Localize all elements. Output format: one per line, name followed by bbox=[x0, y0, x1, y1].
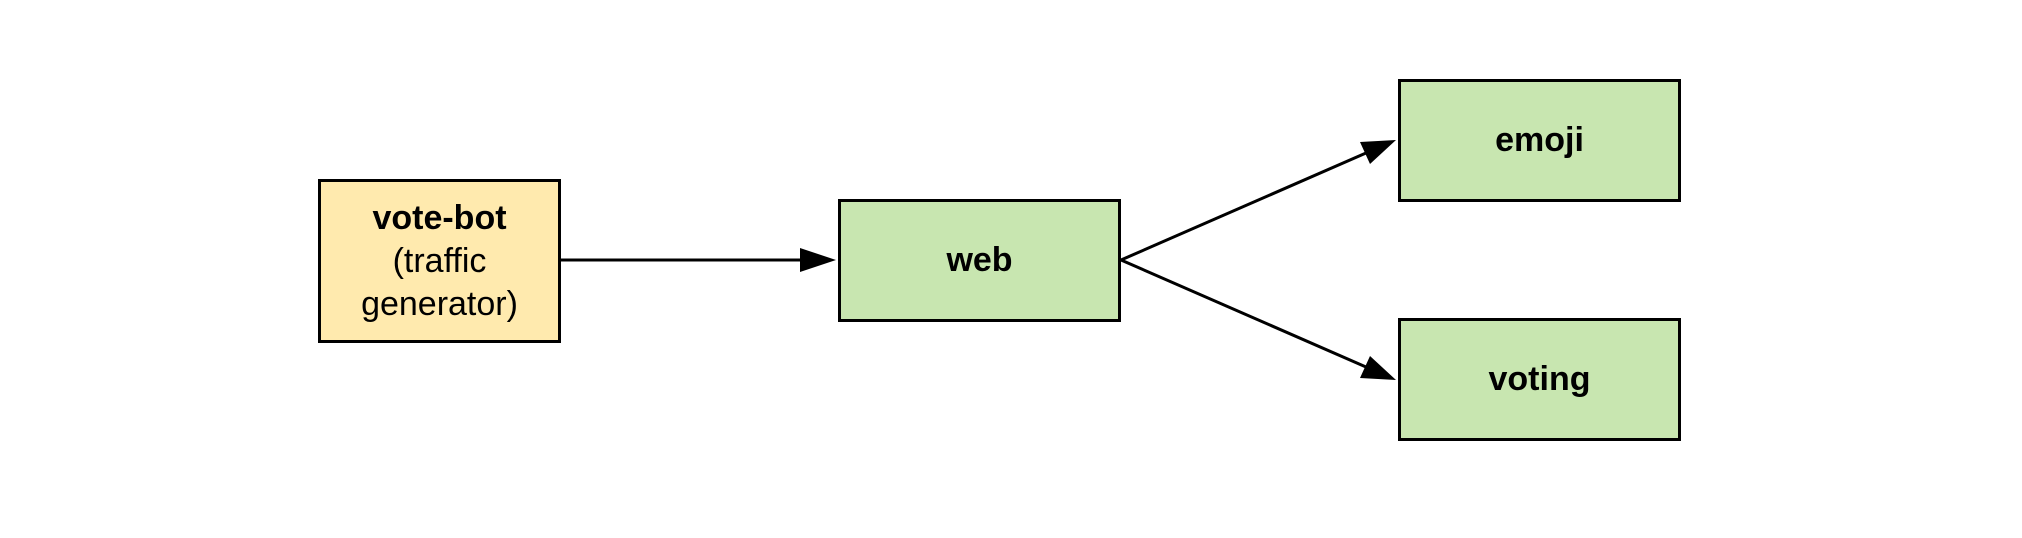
vote-bot-title: vote-bot bbox=[372, 198, 507, 237]
edge-vote-bot-to-web bbox=[561, 248, 836, 272]
emoji-title: emoji bbox=[1495, 121, 1584, 159]
emoji-node: emoji bbox=[1398, 79, 1681, 202]
edge-line bbox=[1120, 258, 1367, 369]
web-node: web bbox=[838, 199, 1121, 322]
edge-web-to-emoji bbox=[1120, 140, 1396, 262]
arrowhead-icon bbox=[800, 248, 836, 272]
arrowhead-icon bbox=[1360, 140, 1396, 164]
arrowhead-icon bbox=[1360, 356, 1396, 380]
edge-line bbox=[1120, 151, 1367, 262]
web-title: web bbox=[946, 241, 1013, 279]
vote-bot-subtitle-line1: (traffic bbox=[392, 241, 487, 280]
vote-bot-node: vote-bot (traffic generator) bbox=[318, 179, 561, 343]
edge-web-to-voting bbox=[1120, 258, 1396, 380]
voting-node: voting bbox=[1398, 318, 1681, 441]
voting-title: voting bbox=[1488, 360, 1591, 398]
vote-bot-subtitle-line2: generator) bbox=[361, 284, 518, 323]
